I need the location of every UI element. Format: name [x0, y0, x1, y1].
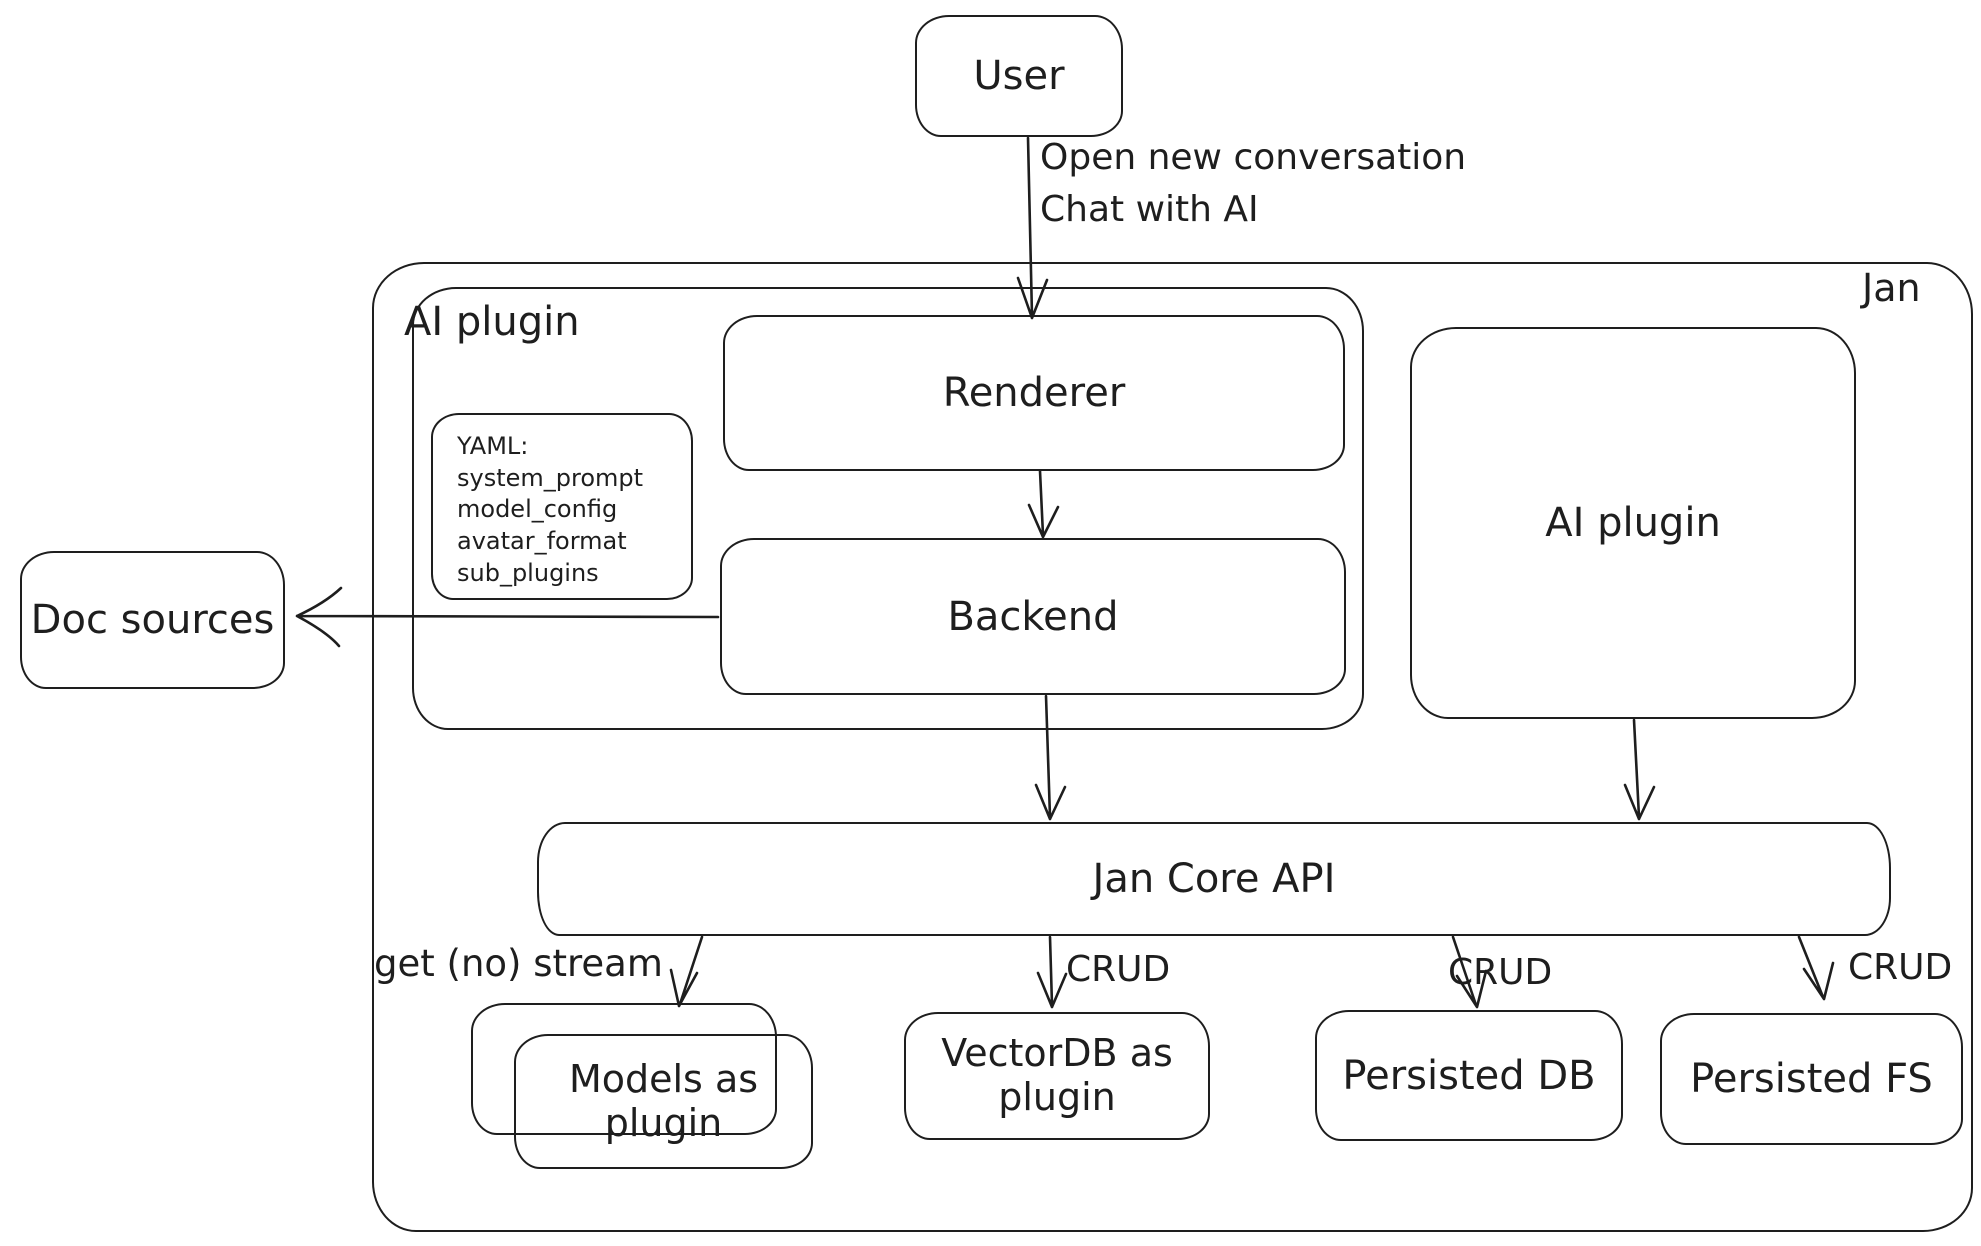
yaml-note-line: model_config: [457, 495, 618, 524]
node-renderer: Renderer: [723, 315, 1345, 471]
edge-label-user-line2: Chat with AI: [1040, 189, 1259, 230]
node-jan-container-label: Jan: [1862, 266, 1921, 310]
yaml-note-line: system_prompt: [457, 463, 644, 492]
node-doc-sources: Doc sources: [20, 551, 285, 689]
node-renderer-label: Renderer: [942, 370, 1126, 416]
edge-label-user-line1: Open new conversation: [1040, 137, 1467, 178]
node-jan-container: [372, 262, 1973, 1232]
node-persisted-fs: Persisted FS: [1660, 1013, 1963, 1145]
node-user: User: [915, 15, 1123, 137]
edge-label-crud-persisted-db: CRUD: [1448, 952, 1553, 993]
node-ai-plugin-group-label: AI plugin: [404, 299, 580, 345]
node-vectordb-plugin: VectorDB as plugin: [904, 1012, 1210, 1140]
node-ai-plugin-label: AI plugin: [1545, 500, 1721, 546]
node-jan-core-api: Jan Core API: [537, 822, 1891, 936]
node-jan-core-api-label: Jan Core API: [1092, 856, 1336, 902]
yaml-note-line: avatar_format: [457, 527, 627, 556]
yaml-note-line: YAML:: [457, 432, 529, 460]
node-models-plugin: Models as plugin: [514, 1034, 813, 1169]
edge-label-get-no-stream: get (no) stream: [374, 942, 663, 985]
node-persisted-fs-label: Persisted FS: [1690, 1056, 1933, 1102]
node-backend-label: Backend: [947, 593, 1119, 640]
node-persisted-db-label: Persisted DB: [1342, 1052, 1596, 1099]
node-vectordb-plugin-label: VectorDB as plugin: [941, 1031, 1173, 1119]
yaml-note-line: sub_plugins: [457, 558, 599, 587]
edge-label-crud-vectordb: CRUD: [1066, 949, 1171, 990]
node-yaml-note: YAML: system_prompt model_config avatar_…: [431, 413, 693, 600]
node-models-plugin-label: Models as plugin: [568, 1056, 759, 1145]
node-user-label: User: [973, 53, 1065, 99]
node-doc-sources-label: Doc sources: [30, 597, 275, 643]
node-ai-plugin: AI plugin: [1410, 327, 1856, 719]
node-ai-plugin-group: [412, 287, 1364, 730]
node-models-plugin-back: [471, 1003, 777, 1135]
edge-label-crud-persisted-fs: CRUD: [1848, 947, 1953, 988]
node-backend: Backend: [720, 538, 1346, 695]
node-persisted-db: Persisted DB: [1315, 1010, 1623, 1141]
